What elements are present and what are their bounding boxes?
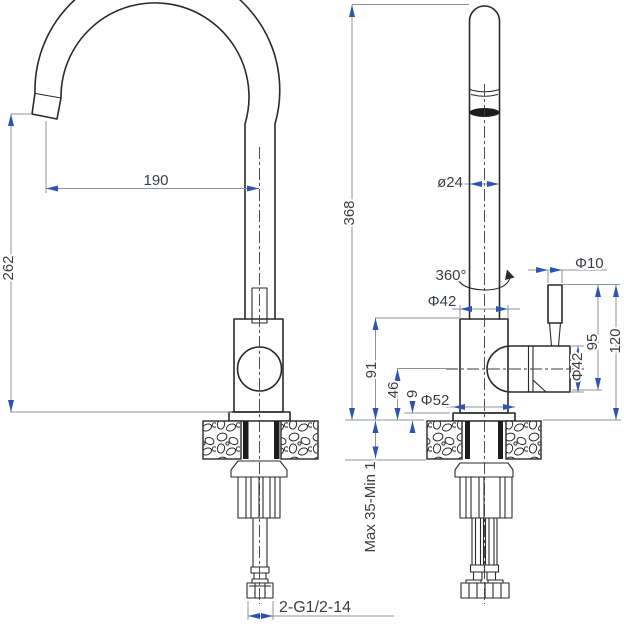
spout-tip-joint-line [35, 92, 62, 99]
dim-handle-center-height: 46 [385, 382, 402, 399]
mounting-hardware-front [230, 460, 288, 599]
hex-nut-facets [468, 583, 502, 598]
tube-fitting-band [250, 566, 270, 574]
lever-handle [486, 284, 571, 393]
supply-hose-left [471, 517, 485, 566]
dim-swivel-angle: 360° [435, 267, 466, 284]
hex-nut-facets [249, 583, 271, 598]
hose-fitting-right [483, 564, 500, 573]
front-view: 190 262 2-G1/2-14 [0, 0, 394, 620]
handle-hub [486, 345, 571, 393]
swivel-arc [456, 269, 515, 291]
handle-neck [548, 322, 562, 347]
dim-handle-top-height: 120 [607, 328, 624, 353]
dim-spout-reach: 190 [143, 172, 168, 189]
dim-body-dia: Φ42 [428, 293, 457, 310]
counter-section-right [505, 420, 542, 460]
shank-wall-right [274, 421, 280, 459]
nut-chamfer [251, 578, 269, 584]
rotation-arrowhead [505, 269, 515, 280]
front-view-dimensions: 190 262 2-G1/2-14 [0, 113, 394, 620]
side-view: 368 ø24 360° Φ42 Φ10 120 95 [339, 4, 624, 604]
rotation-arc [456, 275, 511, 291]
mounting-nut [459, 476, 513, 519]
hose-hex-nut-left [460, 582, 486, 599]
mounting-nut-ribs [245, 477, 276, 518]
dim-spout-tube-dia: ø24 [437, 174, 463, 191]
supply-hose-right [484, 517, 498, 566]
dim-handle-span: 95 [584, 334, 601, 351]
hose-neck-right [486, 571, 497, 581]
counter-section-right [280, 420, 319, 460]
dim-overall-height: 368 [341, 200, 358, 225]
dim-outlet-height: 262 [0, 255, 17, 280]
mounting-flange [230, 460, 288, 478]
hose-fitting-left [469, 564, 486, 573]
mounting-nut-ribs [465, 477, 506, 518]
dim-handle-dia: Φ42 [569, 353, 586, 382]
supply-tube [252, 517, 268, 568]
tube-fitting-neck [253, 572, 267, 580]
shank-wall-right [498, 421, 503, 459]
hose-neck-left [472, 571, 483, 581]
countertop-side [426, 420, 542, 460]
hose-hex-nut [246, 582, 274, 599]
mounting-hardware-side [454, 462, 514, 599]
dim-base-flange-gap: 9 [404, 390, 421, 398]
gooseneck-spout [31, 0, 281, 320]
dim-base-dia: Φ52 [421, 392, 450, 409]
hose-hex-nut-right [484, 582, 510, 599]
dim-inlet-thread: 2-G1/2-14 [279, 599, 351, 616]
counter-section-left [202, 420, 242, 460]
handle-stem [547, 284, 563, 324]
base-flange-side [452, 412, 516, 422]
countertop-front [202, 420, 319, 460]
dim-mount-thickness: Max 35-Min 1 [362, 462, 379, 553]
faucet-body-side [452, 318, 516, 422]
dim-body-top-height: 91 [363, 362, 380, 379]
shank-wall-left [243, 421, 249, 459]
body-column [233, 318, 284, 413]
hose-inner-lines [474, 518, 495, 565]
dim-handle-stem-dia: Φ10 [575, 255, 604, 272]
body-column-side [459, 318, 509, 414]
side-view-dimensions: 368 ø24 360° Φ42 Φ10 120 95 [339, 4, 624, 554]
shank-wall-left [465, 421, 470, 459]
counter-section-left [426, 420, 463, 460]
mounting-flange [454, 462, 514, 478]
